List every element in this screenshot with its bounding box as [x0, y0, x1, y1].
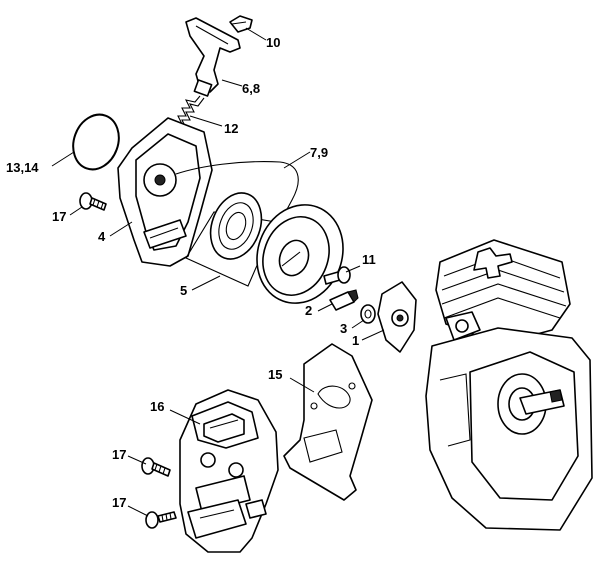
- part-rope-rotor: [256, 204, 344, 304]
- callout-7-9: 7,9: [310, 145, 329, 160]
- callout-10: 10: [266, 35, 281, 50]
- part-rewind-spring: [185, 192, 277, 287]
- callout-15: 15: [268, 367, 283, 382]
- part-screw-17-middle: [141, 457, 171, 477]
- callout-3: 3: [340, 321, 348, 336]
- callout-16: 16: [150, 399, 165, 414]
- part-gasket: [283, 343, 373, 501]
- part-muffler: [179, 389, 279, 553]
- callout-5: 5: [180, 283, 188, 298]
- part-engine: [425, 239, 593, 531]
- callout-12: 12: [224, 121, 239, 136]
- callout-6-8: 6,8: [242, 81, 261, 96]
- part-starter-handle: [185, 17, 241, 97]
- part-screw-17-upper: [79, 192, 107, 211]
- part-o-ring: [72, 113, 120, 171]
- part-fan-housing: [117, 117, 213, 267]
- part-starter-rope: [175, 161, 299, 227]
- part-pawl: [329, 289, 359, 311]
- callout-17-lower: 17: [112, 495, 127, 510]
- part-pawl-spring: [360, 304, 376, 324]
- callout-17-upper: 17: [52, 209, 67, 224]
- callout-11: 11: [362, 252, 376, 267]
- callout-4: 4: [98, 229, 106, 244]
- callout-13-14: 13,14: [6, 160, 39, 175]
- callout-2: 2: [305, 303, 313, 318]
- part-screw-17-lower: [145, 511, 177, 529]
- callout-1: 1: [352, 333, 360, 348]
- callout-17-middle: 17: [112, 447, 127, 462]
- part-screw-11: [323, 266, 351, 285]
- leader-lines: [51, 27, 385, 517]
- part-pawl-carrier: [377, 281, 417, 353]
